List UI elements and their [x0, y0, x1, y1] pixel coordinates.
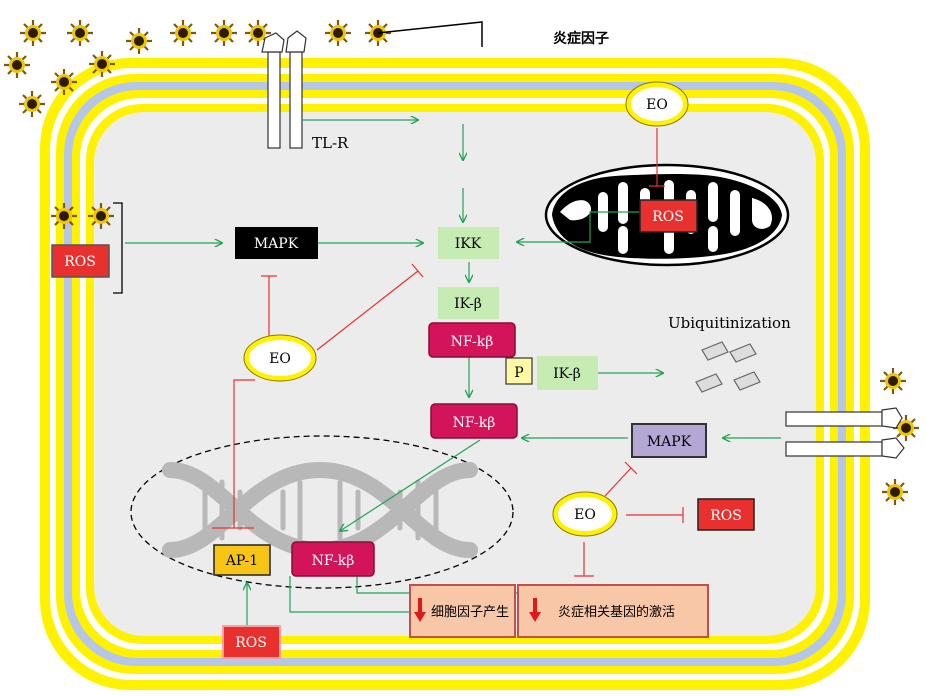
inhibition-lines — [212, 128, 684, 577]
nfkb-box-cytoplasm-2: NF-kβ — [430, 403, 518, 439]
nfkb-box-cytoplasm-1: NF-kβ — [428, 322, 516, 358]
ubiquitin-fragment-icon — [695, 341, 761, 393]
ikk-box: IKK — [438, 227, 499, 259]
inflammatory-factor-connector — [377, 21, 483, 47]
eo-node-top: EO — [625, 81, 689, 127]
dna-helix-icon — [162, 461, 478, 559]
ros-label: ROS — [64, 254, 96, 270]
ros-label: ROS — [235, 635, 267, 651]
ros-box-bottom: ROS — [222, 625, 281, 659]
ap1-label: AP-1 — [225, 553, 258, 569]
ik-beta-label: IK-β — [553, 366, 581, 382]
ros-label: ROS — [652, 209, 684, 225]
membrane-bracket — [113, 202, 123, 294]
mapk-box-black: MAPK — [235, 227, 318, 259]
eo-node-right: EO — [552, 491, 618, 537]
virus-particles-right — [878, 366, 921, 507]
eo-node-left: EO — [243, 334, 317, 382]
ik-beta-label: IK-β — [454, 296, 482, 312]
mapk-label: MAPK — [254, 236, 299, 252]
down-arrow-icon — [529, 598, 541, 622]
ik-beta-box-phosphorylated: IK-β — [537, 356, 598, 390]
inflammatory-factor-label: 炎症因子 — [553, 30, 609, 47]
ros-box-membrane: ROS — [51, 244, 110, 278]
ikk-label: IKK — [455, 236, 482, 252]
eo-label: EO — [574, 507, 596, 523]
ros-box-right: ROS — [697, 498, 755, 531]
receptor-icon — [261, 30, 307, 149]
nfkb-label: NF-kβ — [453, 415, 496, 431]
activation-arrows — [125, 120, 781, 625]
p-box: P — [505, 357, 533, 385]
nfkb-label: NF-kβ — [312, 553, 355, 569]
gene-activation-label: 炎症相关基因的激活 — [558, 604, 675, 620]
cytokine-production-box: 细胞因子产生 — [409, 584, 516, 638]
tlr-label: TL-R — [312, 134, 349, 152]
cytokine-production-label: 细胞因子产生 — [431, 605, 509, 620]
ros-label: ROS — [710, 508, 742, 524]
down-arrow-icon — [414, 598, 426, 622]
ap1-box: AP-1 — [213, 544, 271, 576]
nfkb-box-nucleus: NF-kβ — [291, 541, 375, 577]
mapk-box-purple: MAPK — [631, 423, 707, 458]
eo-label: EO — [269, 351, 291, 367]
mapk-label: MAPK — [647, 434, 692, 450]
nfkb-label: NF-kβ — [451, 334, 494, 350]
nucleus-boundary — [130, 435, 514, 589]
p-label: P — [514, 365, 523, 381]
ros-box-mitochondrion: ROS — [639, 199, 698, 233]
ubiquitinization-label: Ubiquitinization — [668, 314, 791, 332]
gene-activation-box: 炎症相关基因的激活 — [517, 584, 709, 638]
receptor-icon — [785, 407, 905, 459]
eo-label: EO — [646, 97, 668, 113]
ik-beta-box: IK-β — [438, 287, 499, 319]
